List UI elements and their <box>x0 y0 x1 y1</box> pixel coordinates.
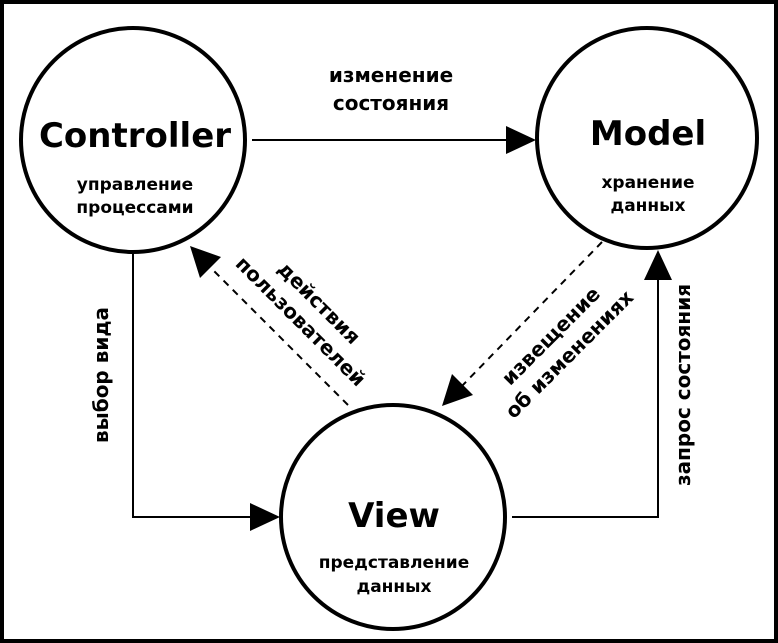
model-title: Model <box>590 114 706 154</box>
edge-user-actions-arrowhead <box>190 246 221 278</box>
edge-user-actions-line <box>207 264 349 406</box>
edge-state-query-line <box>512 278 659 518</box>
node-view: View представление данных <box>279 403 507 631</box>
edge-state-query <box>512 250 672 518</box>
edge-view-select-line <box>132 252 254 518</box>
state-query-label: запрос состояния <box>671 284 695 486</box>
view-select-label: выбор вида <box>89 307 113 443</box>
model-subtitle-line1: хранение <box>601 173 694 193</box>
model-subtitle-line2: данных <box>610 196 685 216</box>
state-change-label-line2: состояния <box>333 91 449 115</box>
view-title: View <box>348 496 440 536</box>
node-model: Model хранение данных <box>535 26 759 250</box>
node-controller: Controller управление процессами <box>19 26 247 254</box>
edge-state-change <box>252 126 536 154</box>
controller-subtitle-line1: управление <box>77 175 193 195</box>
model-circle <box>535 26 759 250</box>
controller-title: Controller <box>39 116 231 156</box>
edge-view-select <box>132 252 280 531</box>
edge-change-notify <box>442 241 603 406</box>
change-notify-label: извещение об изменениях <box>497 282 639 423</box>
edge-user-actions <box>190 246 349 406</box>
state-change-label-line1: изменение <box>329 63 453 87</box>
view-subtitle-line1: представление <box>319 553 470 573</box>
edge-state-change-arrowhead <box>506 126 536 154</box>
controller-circle <box>19 26 247 254</box>
edge-change-notify-arrowhead <box>442 374 473 406</box>
view-subtitle-line2: данных <box>356 577 431 597</box>
edge-view-select-arrowhead <box>250 503 280 531</box>
edge-change-notify-line <box>459 241 603 389</box>
controller-subtitle-line2: процессами <box>76 198 193 218</box>
edge-state-query-arrowhead <box>644 250 672 280</box>
view-circle <box>279 403 507 631</box>
